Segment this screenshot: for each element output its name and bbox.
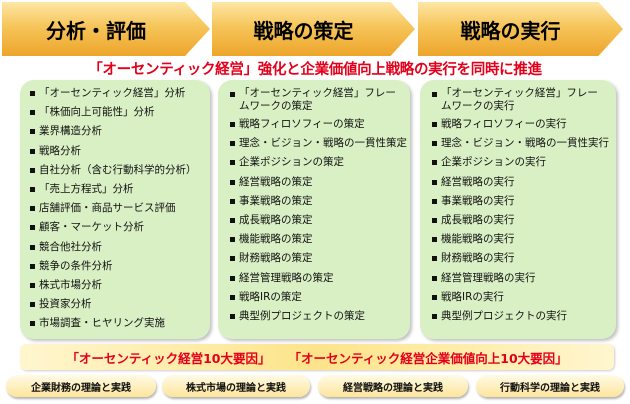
list-item: 戦略IRの実行 xyxy=(432,288,608,307)
execution-panel: 「オーセンティック経営」フレームワークの実行 戦略フィロソフィーの実行 理念・ビ… xyxy=(420,80,616,339)
list-item: 経営戦略の実行 xyxy=(432,173,608,192)
theory-pill: 経営戦略の理論と実践 xyxy=(318,375,468,397)
theory-pill: 企業財務の理論と実践 xyxy=(6,375,156,397)
theory-label: 株式市場の理論と実践 xyxy=(186,382,286,394)
list-item: 「売上方程式」分析 xyxy=(30,180,208,199)
list-item: 戦略分析 xyxy=(30,142,208,161)
list-item: 企業ポジションの策定 xyxy=(230,153,402,172)
list-item: 成長戦略の実行 xyxy=(432,211,608,230)
list-item: 機能戦略の策定 xyxy=(230,230,402,249)
phase-label: 戦略の実行 xyxy=(460,18,561,43)
theory-label: 経営戦略の理論と実践 xyxy=(343,382,443,394)
phase-arrow-formulation: 戦略の策定 xyxy=(212,2,415,56)
list-item: 投資家分析 xyxy=(30,295,208,314)
list-item: 財務戦略の実行 xyxy=(432,249,608,268)
list-item: 機能戦略の実行 xyxy=(432,230,608,249)
list-item: 「株価向上可能性」分析 xyxy=(30,103,208,122)
list-item: 競合他社分析 xyxy=(30,238,208,257)
phase-arrow-execution: 戦略の実行 xyxy=(418,2,623,56)
list-item: 「オーセンティック経営」フレームワークの策定 xyxy=(230,84,402,115)
list-item: 自社分析（含む行動科学的分析） xyxy=(30,161,208,180)
list-item: 「オーセンティック経営」分析 xyxy=(30,84,208,103)
phase-label: 分析・評価 xyxy=(46,18,146,43)
analysis-list: 「オーセンティック経営」分析 「株価向上可能性」分析 業界構造分析 戦略分析 自… xyxy=(30,84,208,334)
headline: 「オーセンティック経営」強化と企業価値向上戦略の実行を同時に推進 xyxy=(88,62,542,78)
list-item: 経営管理戦略の策定 xyxy=(230,269,402,288)
formulation-panel: 「オーセンティック経営」フレームワークの策定 戦略フィロソフィーの策定 理念・ビ… xyxy=(218,80,410,339)
list-item: 業界構造分析 xyxy=(30,122,208,141)
list-item: 事業戦略の策定 xyxy=(230,192,402,211)
list-item: 戦略フィロソフィーの実行 xyxy=(432,115,608,134)
list-item: 株式市場分析 xyxy=(30,276,208,295)
list-item: 典型例プロジェクトの策定 xyxy=(230,307,402,326)
list-item: 戦略IRの策定 xyxy=(230,288,402,307)
list-item: 戦略フィロソフィーの策定 xyxy=(230,115,402,134)
factors-bar: 「オーセンティック経営10大要因」 「オーセンティック経営企業価値向上10大要因… xyxy=(20,344,614,370)
execution-list: 「オーセンティック経営」フレームワークの実行 戦略フィロソフィーの実行 理念・ビ… xyxy=(432,84,609,326)
list-item: 競争の条件分析 xyxy=(30,257,208,276)
theory-label: 行動科学の理論と実践 xyxy=(500,382,600,394)
formulation-list: 「オーセンティック経営」フレームワークの策定 戦略フィロソフィーの策定 理念・ビ… xyxy=(230,84,407,326)
list-item: 理念・ビジョン・戦略の一貫性策定 xyxy=(230,134,407,153)
list-item: 市場調査・ヒヤリング実施 xyxy=(30,314,208,333)
list-item: 店舗評価・商品サービス評価 xyxy=(30,199,208,218)
list-item: 顧客・マーケット分析 xyxy=(30,218,208,237)
list-item: 典型例プロジェクトの実行 xyxy=(432,307,608,326)
analysis-panel: 「オーセンティック経営」分析 「株価向上可能性」分析 業界構造分析 戦略分析 自… xyxy=(20,80,210,339)
list-item: 経営管理戦略の実行 xyxy=(432,269,608,288)
list-item: 経営戦略の策定 xyxy=(230,173,402,192)
phase-arrow-analysis: 分析・評価 xyxy=(2,2,210,56)
phase-label: 戦略の策定 xyxy=(253,18,354,43)
list-item: 「オーセンティック経営」フレームワークの実行 xyxy=(432,84,608,115)
factor-label: 「オーセンティック経営10大要因」 xyxy=(66,350,271,366)
theory-pill: 行動科学の理論と実践 xyxy=(476,375,624,397)
factor-label: 「オーセンティック経営企業価値向上10大要因」 xyxy=(288,350,568,366)
list-item: 企業ポジションの実行 xyxy=(432,153,608,172)
list-item: 成長戦略の策定 xyxy=(230,211,402,230)
list-item: 事業戦略の実行 xyxy=(432,192,608,211)
list-item: 理念・ビジョン・戦略の一貫性実行 xyxy=(432,134,609,153)
list-item: 財務戦略の策定 xyxy=(230,249,402,268)
theory-pill: 株式市場の理論と実践 xyxy=(162,375,310,397)
theory-label: 企業財務の理論と実践 xyxy=(31,382,131,394)
